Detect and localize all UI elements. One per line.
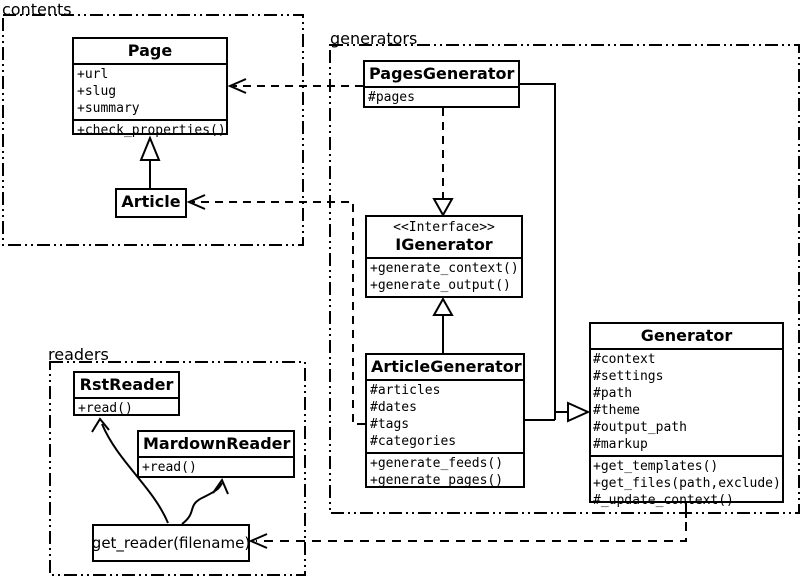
method: +generate_pages() [370,473,504,488]
generalization-article-to-page [139,135,161,188]
class-attributes-page: +url +slug +summary [74,63,226,119]
method: +generate_output() [370,278,511,293]
class-name-pages-generator: PagesGenerator [369,64,515,83]
method: #_update_context() [593,493,734,508]
class-attributes-generator: #context #settings #path #theme #output_… [591,348,782,455]
attribute: #pages [368,90,415,105]
attribute: +summary [77,101,140,116]
class-methods-page: +check_properties() [74,119,226,141]
dependency-pagesgenerator-to-page [227,78,363,94]
get-reader-label: get_reader(filename) [91,534,251,552]
package-label-generators: generators [330,29,418,48]
class-name-generator: Generator [640,326,733,345]
class-box-rst-reader: RstReader +read() [73,371,180,416]
method: +generate_feeds() [370,456,504,471]
get-reader-box: get_reader(filename) [92,524,250,562]
attribute: +url [77,67,109,82]
class-name-article-generator: ArticleGenerator [371,357,522,376]
class-box-article: Article [115,188,187,218]
attribute: #settings [593,369,664,384]
class-methods-rst-reader: +read() [75,397,178,419]
attribute: #dates [370,400,417,415]
stereotype-interface: <<Interface>> [393,220,495,235]
method: +get_templates() [593,459,719,474]
class-box-page: Page +url +slug +summary +check_properti… [72,37,228,138]
dependency-articlegenerator-to-article [186,194,365,425]
class-box-pages-generator: PagesGenerator #pages [363,60,520,108]
class-name-mardown-reader: MardownReader [143,434,291,453]
attribute: #context [593,352,656,367]
attribute: #categories [370,434,457,449]
attribute: #path [593,386,633,401]
class-box-mardown-reader: MardownReader +read() [137,430,295,478]
realization-pagesgenerator-to-igenerator [432,108,454,218]
attribute: #theme [593,403,640,418]
class-methods-generator: +get_templates() +get_files(path,exclude… [591,455,782,511]
attribute: #tags [370,417,410,432]
method: +read() [78,401,133,416]
method: +read() [142,460,197,475]
generalization-articlegenerator-to-igenerator [432,296,454,353]
generalization-generators-to-generator [520,83,591,423]
class-attributes-pages-generator: #pages [365,86,518,108]
package-label-readers: readers [48,345,109,364]
class-attributes-article-generator: #articles #dates #tags #categories [367,379,523,452]
class-name-article: Article [121,192,181,211]
class-methods-igenerator: +generate_context() +generate_output() [367,257,521,296]
attribute: #output_path [593,420,687,435]
class-box-article-generator: ArticleGenerator #articles #dates #tags … [365,353,525,488]
class-box-igenerator: <<Interface>> IGenerator +generate_conte… [365,215,523,298]
attribute: +slug [77,84,117,99]
arrow-getreader-to-mardownreader [181,477,229,525]
method: +generate_context() [370,261,519,276]
class-box-generator: Generator #context #settings #path #them… [589,322,784,508]
class-name-rst-reader: RstReader [79,375,174,394]
attribute: #articles [370,383,441,398]
class-name-page: Page [127,41,173,60]
class-methods-article-generator: +generate_feeds() +generate_pages() [367,452,523,491]
class-methods-mardown-reader: +read() [139,456,293,478]
package-label-contents: contents [2,0,72,19]
class-name-igenerator: IGenerator [395,235,493,254]
method: +check_properties() [77,123,226,138]
method: +get_files(path,exclude) [593,476,781,491]
attribute: #markup [593,437,648,452]
